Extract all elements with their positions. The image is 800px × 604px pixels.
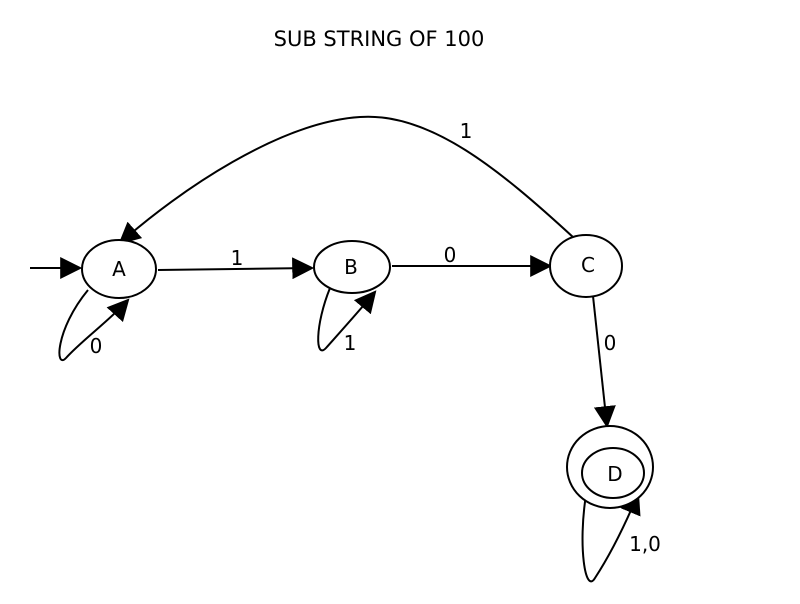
- diagram-title: SUB STRING OF 100: [273, 27, 485, 51]
- edge-b-to-c-label: 0: [444, 243, 457, 267]
- state-b: B: [313, 240, 391, 294]
- edge-d-loop-label: 1,0: [629, 532, 661, 556]
- edge-a-loop-label: 0: [90, 334, 103, 358]
- state-a: A: [81, 239, 157, 299]
- state-c-label: C: [581, 253, 595, 277]
- state-b-label: B: [344, 255, 358, 279]
- edge-a-to-b-label: 1: [231, 246, 244, 270]
- edge-c-to-d: [592, 295, 616, 429]
- edge-c-to-a: [118, 115, 575, 245]
- edge-b-loop-label: 1: [344, 331, 357, 355]
- edge-a-loop: [58, 289, 130, 362]
- edge-c-to-d-label: 0: [604, 331, 617, 355]
- state-d-label: D: [607, 462, 622, 486]
- edge-b-loop: [317, 287, 377, 352]
- state-a-label: A: [112, 257, 126, 281]
- state-d-accept-ring: [581, 447, 645, 499]
- edge-d-loop: [581, 491, 641, 583]
- edge-c-to-a-label: 1: [460, 119, 473, 143]
- state-d: D: [566, 425, 654, 509]
- edge-a-to-b: [157, 257, 315, 280]
- state-c: C: [549, 234, 623, 298]
